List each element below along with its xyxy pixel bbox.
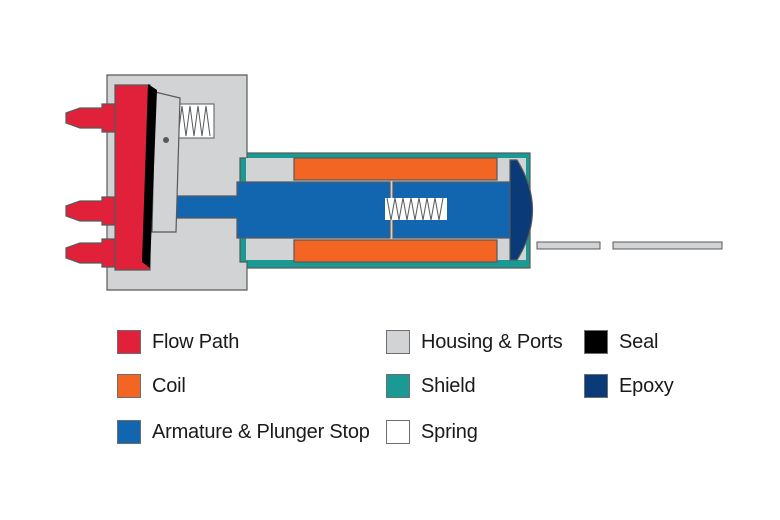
legend-label-coil: Coil (152, 374, 186, 397)
legend-swatch-epoxy (584, 374, 608, 398)
legend-swatch-armature-plunger-stop (117, 420, 141, 444)
seal (142, 84, 157, 268)
lead-wire-2 (612, 241, 723, 250)
legend-item-spring: Spring (386, 419, 478, 445)
legend-item-shield: Shield (386, 373, 476, 399)
legend-item-epoxy: Epoxy (584, 373, 674, 399)
legend-item-seal: Seal (584, 329, 658, 355)
legend-label-spring: Spring (421, 420, 478, 443)
lever-pivot (163, 137, 169, 143)
legend-swatch-coil (117, 374, 141, 398)
legend-swatch-spring (386, 420, 410, 444)
legend-item-housing-ports: Housing & Ports (386, 329, 563, 355)
legend-label-housing-ports: Housing & Ports (421, 330, 563, 353)
solenoid-valve-diagram (65, 74, 723, 291)
legend-label-armature-plunger-stop: Armature & Plunger Stop (152, 420, 370, 443)
legend-swatch-seal (584, 330, 608, 354)
flow-port-middle (65, 196, 116, 226)
legend-label-epoxy: Epoxy (619, 374, 674, 397)
center-spring (386, 197, 444, 221)
legend-swatch-flow-path (117, 330, 141, 354)
flow-port-top (65, 103, 116, 133)
legend-swatch-housing-ports (386, 330, 410, 354)
legend-item-armature-plunger-stop: Armature & Plunger Stop (117, 419, 370, 445)
rocker-lever (151, 91, 181, 233)
lead-wire-1 (536, 241, 601, 250)
legend-label-flow-path: Flow Path (152, 330, 240, 353)
epoxy-cap (509, 159, 533, 261)
flow-port-bottom (65, 238, 116, 268)
legend-label-shield: Shield (421, 374, 476, 397)
legend-item-flow-path: Flow Path (117, 329, 239, 355)
coil-bottom (293, 239, 498, 263)
legend-item-coil: Coil (117, 373, 186, 399)
legend-swatch-shield (386, 374, 410, 398)
coil-top (293, 157, 498, 181)
legend-label-seal: Seal (619, 330, 659, 353)
